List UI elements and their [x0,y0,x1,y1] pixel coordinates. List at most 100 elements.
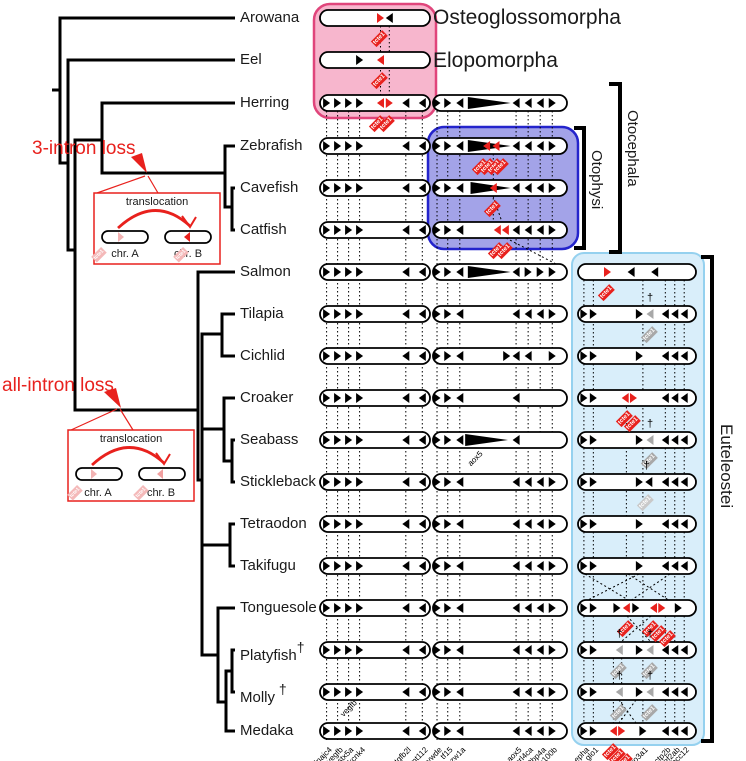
gene-marker [589,309,597,319]
gene-marker [646,687,654,697]
gene-marker [323,225,331,235]
chromosome [432,515,568,533]
gene-marker [444,561,452,571]
gene-marker [433,267,441,277]
gene-marker [323,393,331,403]
species-label-catfish: Catfish [240,221,287,238]
gene-marker [345,435,353,445]
pseudogene-dagger: † [646,628,654,640]
gene-block-wedge [467,266,511,278]
gene-marker [456,267,464,277]
chromosome [319,683,431,701]
gene-marker [433,687,441,697]
gene-marker [377,98,384,108]
gene-marker [680,309,688,319]
gene-marker [323,98,331,108]
gene-marker [661,477,669,487]
gene-marker [356,351,364,361]
gene-marker [589,726,597,736]
gene-marker [632,603,640,613]
species-name: Croaker [240,389,294,406]
gene-marker [334,393,342,403]
bracket-label-otocephala: Otocephala [624,110,641,187]
gene-marker [433,645,441,655]
gene-marker [334,309,342,319]
species-label-tilapia: Tilapia [240,305,284,322]
gene-marker [589,393,597,403]
gene-marker [402,645,410,655]
gene-marker [418,309,426,319]
gene-marker [524,98,532,108]
inset2-arc-arrow [91,446,165,467]
gene-marker [444,267,452,277]
gene-marker [524,519,532,529]
species-label-takifugu: Takifugu [240,557,296,574]
species-name: Stickleback [240,473,316,490]
gene-marker [524,351,532,361]
gene-marker [589,477,597,487]
gene-marker [501,225,509,235]
pseudogene-dagger: † [646,670,654,682]
gene-marker [646,309,654,319]
gene-marker [651,267,659,277]
gene-marker [356,603,364,613]
gene-marker [524,603,532,613]
species-label-stickleback: Stickleback [240,473,316,490]
species-label-cichlid: Cichlid [240,347,285,364]
gene-marker [635,687,643,697]
gene-marker [356,141,364,151]
gene-marker [580,561,588,571]
gene-marker [680,519,688,529]
gene-marker [334,267,342,277]
gene-marker [548,183,556,193]
gene-marker [618,726,626,736]
gene-marker [604,267,611,277]
chromosome [319,305,431,323]
gene-marker [444,477,452,487]
gene-marker [622,603,630,613]
gene-marker [418,393,426,403]
gene-marker [356,267,364,277]
inset2-faded-gene [157,469,163,479]
gene-marker [323,726,331,736]
inset2-faded-gene [91,469,97,479]
gene-marker [456,183,464,193]
gene-marker [456,98,464,108]
inset-connector-line [70,408,118,431]
species-name: Salmon [240,263,291,280]
translocation-dashed-line [618,699,637,724]
gene-marker [323,603,331,613]
gene-marker [323,519,331,529]
species-name: Medaka [240,722,294,739]
gene-marker [433,98,441,108]
euteleostei-bracket [701,255,714,743]
chromosome [319,599,431,617]
gene-marker [456,561,464,571]
gene-marker [433,477,441,487]
gene-marker [503,351,511,361]
gene-marker [356,98,364,108]
gene-marker [674,603,682,613]
gene-marker [418,141,426,151]
pseudogene-dagger: † [646,418,654,430]
inset1-title: translocation [125,196,189,208]
gene-marker [402,477,410,487]
pseudogene-dagger: † [646,292,654,304]
gene-marker [536,267,544,277]
gene-marker [580,477,588,487]
gene-marker [536,98,544,108]
inset1-chr-a [101,230,149,244]
gene-marker [512,183,520,193]
gene-marker [635,309,643,319]
gene-marker [433,603,441,613]
gene-marker [580,645,588,655]
gene-marker [671,726,679,736]
gene-marker [680,435,688,445]
gene-marker [524,561,532,571]
gene-marker [680,726,688,736]
gene-marker [334,141,342,151]
gene-marker [418,98,426,108]
gene-marker [658,603,666,613]
gene-marker [402,603,410,613]
